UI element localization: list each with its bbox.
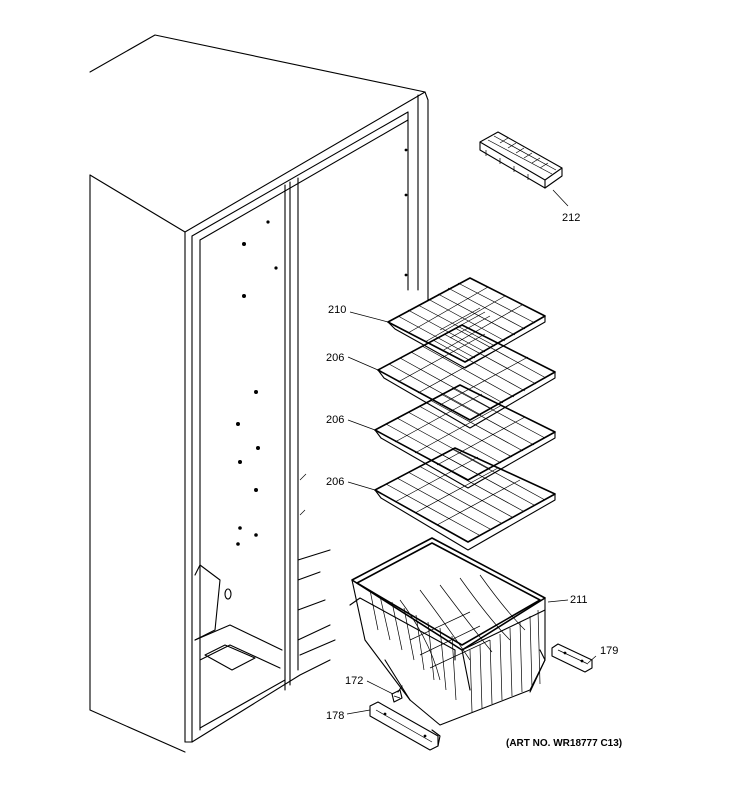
freezer-cabinet: [89, 34, 429, 753]
shelf-support-holes: [236, 148, 408, 546]
shelf-part-206-middle: [374, 384, 556, 489]
slide-rail-part-179: [551, 643, 593, 673]
leader-lines: [346, 189, 597, 715]
callout-206-upper: 206: [326, 352, 344, 364]
callout-211: 211: [570, 594, 588, 606]
slide-rail-part-178: [369, 701, 441, 751]
screw-part-172: [391, 685, 403, 703]
shelf-part-210: [387, 277, 546, 369]
callout-206-lower: 206: [326, 476, 344, 488]
basket-part-211: [349, 537, 546, 726]
shelf-part-206-lower: [374, 447, 556, 551]
callout-210: 210: [328, 304, 346, 316]
callout-172: 172: [345, 675, 363, 687]
ice-tray-part-212: [479, 131, 563, 189]
callout-206-middle: 206: [326, 414, 344, 426]
callout-178: 178: [326, 710, 344, 722]
art-number: (ART NO. WR18777 C13): [506, 738, 622, 749]
callout-labels: 212 210 206 206 206 211 179 172 178 (ART…: [326, 212, 622, 749]
callout-179: 179: [600, 645, 618, 657]
callout-212: 212: [562, 212, 580, 224]
shelf-part-206-upper: [377, 324, 556, 429]
